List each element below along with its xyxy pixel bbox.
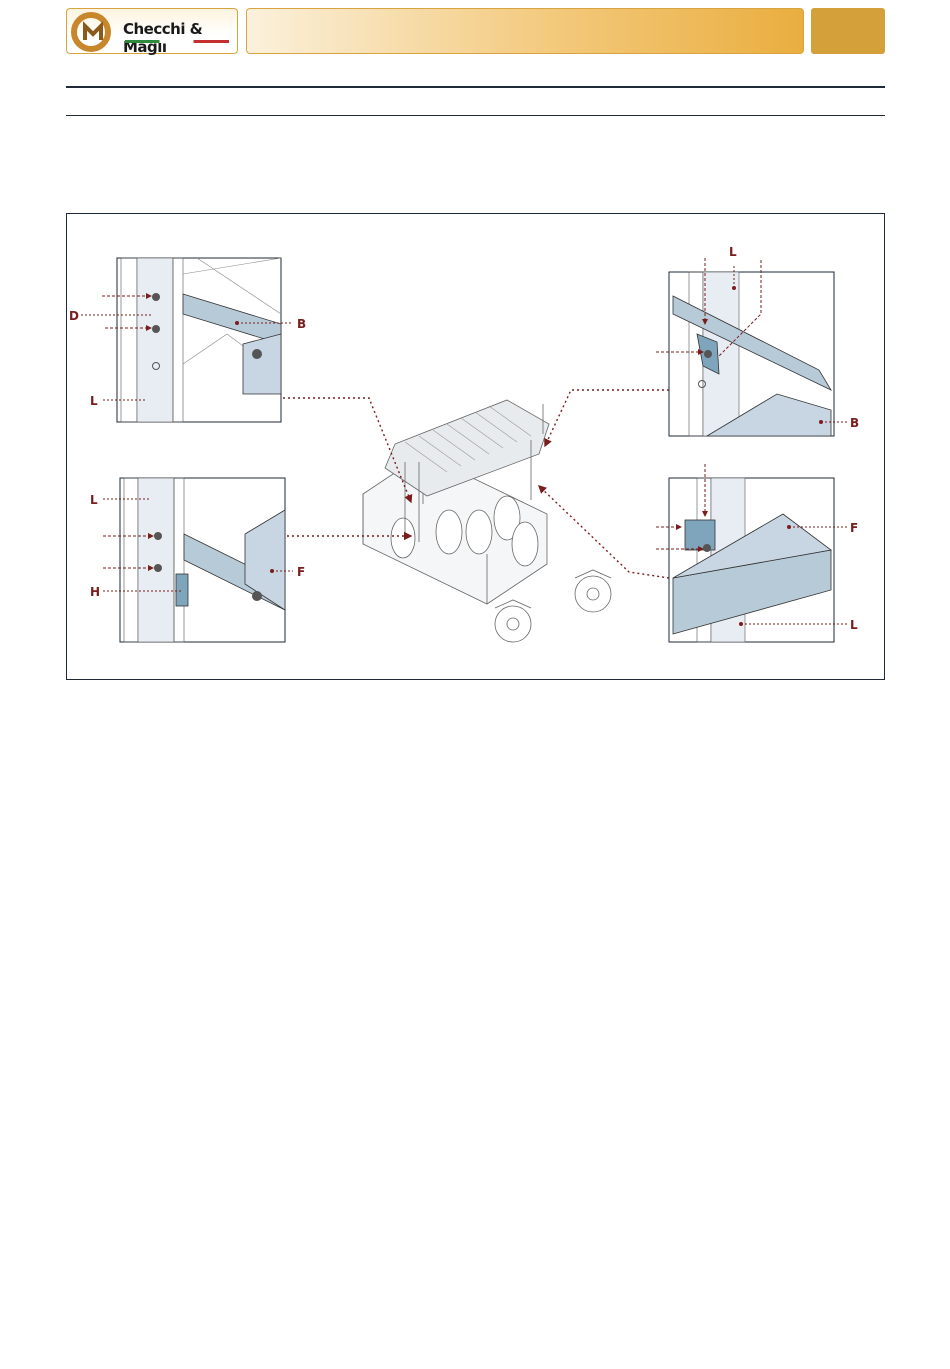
header-rule-bottom	[66, 115, 885, 116]
brand-name: Checchi & Magli	[123, 20, 237, 56]
callout-l: L	[90, 493, 98, 507]
logo-mark-icon	[71, 12, 123, 52]
page-number-box	[811, 8, 885, 54]
callout-d: D	[69, 309, 79, 323]
callout-f: F	[850, 521, 858, 535]
italian-flag-stripe	[125, 40, 229, 43]
callout-f: F	[297, 565, 305, 579]
assembly-figure: D B L L H F	[66, 213, 885, 680]
detail-top-left: D B L	[69, 258, 306, 422]
callout-l: L	[729, 245, 737, 259]
detail-bottom-left: L H F	[90, 478, 305, 642]
detail-bottom-right: F L	[656, 464, 858, 642]
callout-l: L	[90, 394, 98, 408]
brand-logo: Checchi & Magli	[66, 8, 238, 54]
callout-b: B	[297, 317, 306, 331]
header-title-bar	[246, 8, 804, 54]
detail-top-right: L B	[656, 245, 859, 436]
header-rule-top	[66, 86, 885, 88]
callout-l: L	[850, 618, 858, 632]
callout-h: H	[90, 585, 100, 599]
callout-b: B	[850, 416, 859, 430]
assembly-illustration: D B L L H F	[67, 214, 884, 679]
trolley-illustration	[363, 400, 611, 642]
